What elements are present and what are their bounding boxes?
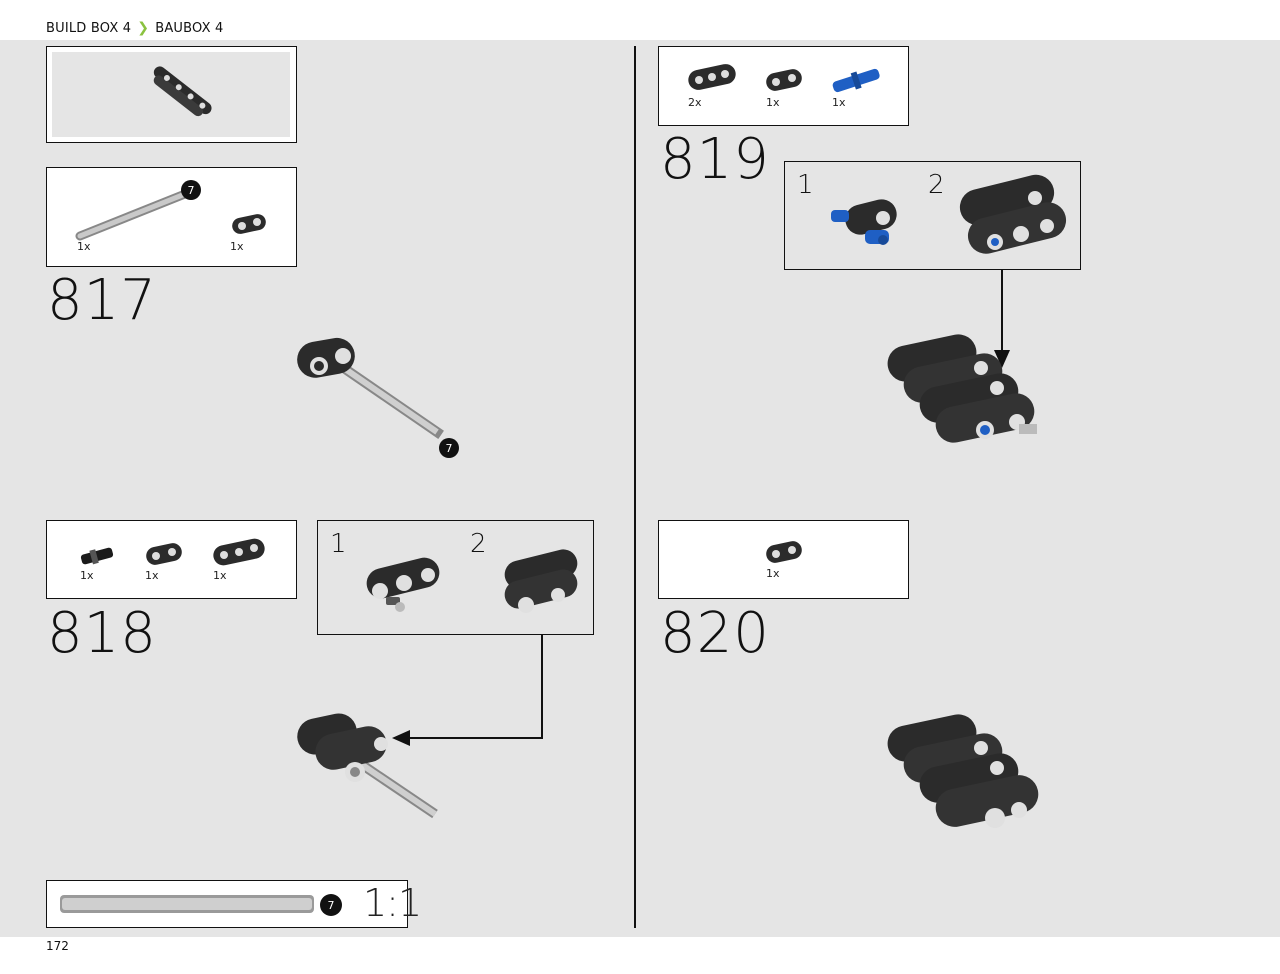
axle-length-badge-icon: 7 xyxy=(320,894,342,916)
step-817-assembly-icon: 7 xyxy=(297,337,459,458)
axle-scale-icon xyxy=(60,895,314,913)
substep-number: 1 xyxy=(797,170,814,200)
column-divider xyxy=(634,46,636,928)
substep-number: 1 xyxy=(330,529,347,559)
subassembly-box-818: 1 2 xyxy=(317,520,594,635)
badge-text: 7 xyxy=(188,184,195,197)
arrow-icon xyxy=(994,270,1010,368)
step-818-assembly-icon xyxy=(297,713,438,819)
part-qty: 1x xyxy=(832,96,846,109)
parts-list-818: 1x 1x 1x xyxy=(46,520,297,599)
step-number: 819 xyxy=(660,127,770,192)
substep-number: 2 xyxy=(470,529,487,559)
part-qty: 2x xyxy=(688,96,702,109)
build-box-label: BUILD BOX 4 xyxy=(46,20,132,36)
parts-list-820: 1x xyxy=(658,520,909,599)
substep-number: 2 xyxy=(928,170,945,200)
substep-1-icon xyxy=(366,557,440,612)
arrow-icon xyxy=(392,635,543,746)
badge-text: 7 xyxy=(328,899,335,912)
step-number: 818 xyxy=(47,601,157,666)
part-qty: 1x xyxy=(766,96,780,109)
part-qty: 1x xyxy=(80,569,94,582)
badge-text: 7 xyxy=(446,442,453,455)
part-qty: 1x xyxy=(77,240,91,253)
axle-scale-reference: 7 1:1 xyxy=(46,880,422,928)
blue-axle-pin-part-icon xyxy=(832,68,880,93)
parts-list-817: 7 1x 1x xyxy=(46,167,297,267)
scale-label: 1:1 xyxy=(363,881,422,925)
part-qty: 1x xyxy=(230,240,244,253)
step-819-assembly-icon xyxy=(887,334,1037,443)
breadcrumb: BUILD BOX 4 ❯ BAUBOX 4 xyxy=(46,20,224,36)
step-number: 820 xyxy=(660,601,770,666)
axle-length-badge-icon: 7 xyxy=(181,180,201,200)
beam-3-part-icon xyxy=(213,538,265,566)
axle-part-icon xyxy=(75,189,190,241)
beam-part-icon xyxy=(232,214,266,234)
substep-1-icon xyxy=(831,199,897,245)
beam-2-part-icon xyxy=(146,543,182,565)
part-qty: 1x xyxy=(766,567,780,580)
friction-pin-part-icon xyxy=(80,547,114,565)
step-number: 817 xyxy=(47,268,157,333)
substep-2-icon xyxy=(504,549,578,613)
submodel-overview-box xyxy=(46,46,297,143)
subassembly-box-819: 1 2 xyxy=(784,161,1081,270)
substep-2-icon xyxy=(959,174,1067,254)
beam-2-part-icon xyxy=(766,541,802,563)
submodel-preview-icon xyxy=(153,66,212,117)
step-820-assembly-icon xyxy=(887,714,1039,828)
baubox-label: BAUBOX 4 xyxy=(155,20,224,36)
part-qty: 1x xyxy=(145,569,159,582)
part-qty: 1x xyxy=(213,569,227,582)
beam-2-part-icon xyxy=(766,69,802,91)
page-number: 172 xyxy=(46,939,69,953)
chevron-right-icon: ❯ xyxy=(137,20,150,36)
beam-3-part-icon xyxy=(688,64,736,90)
parts-list-819: 2x 1x 1x xyxy=(658,46,909,126)
